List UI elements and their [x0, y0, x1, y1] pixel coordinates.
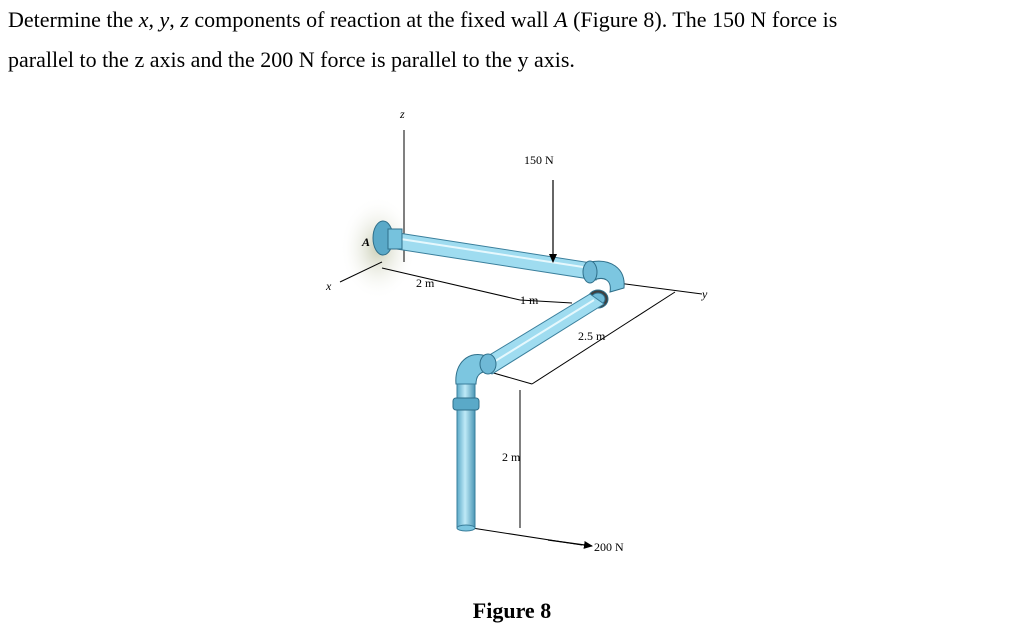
- dim-line-2-5m: [531, 291, 676, 385]
- dim-1m-label: 1 m: [520, 293, 539, 307]
- dim-2m-top-label: 2 m: [416, 276, 435, 290]
- force-200N-label: 200 N: [594, 540, 624, 554]
- text-segment: ,: [169, 7, 181, 32]
- z-axis-label: z: [399, 107, 405, 121]
- x-axis-label: x: [325, 279, 332, 293]
- y-axis-label: y: [701, 287, 708, 301]
- text-segment: (Figure 8). The 150 N force is: [567, 7, 838, 32]
- y-axis-line: [617, 282, 703, 295]
- dim-line-2m-vert-top: [489, 371, 533, 385]
- elbow-fitting-top: [589, 260, 625, 293]
- coupling-ring-5: [452, 397, 480, 411]
- problem-line-2: parallel to the z axis and the 200 N for…: [8, 47, 575, 72]
- force-150N-label: 150 N: [524, 153, 554, 167]
- force-200N-arrow: [547, 539, 593, 549]
- flange-collar: [387, 228, 403, 250]
- dim-line-1m: [519, 299, 573, 304]
- coupling-ring-1: [582, 260, 598, 284]
- pipe-highlight: [483, 299, 595, 369]
- text-segment: Determine the: [8, 7, 139, 32]
- var-x: x: [138, 7, 149, 32]
- x-axis-line: [339, 261, 383, 283]
- var-z: z: [180, 7, 189, 32]
- pipe-bottom-end: [456, 524, 476, 532]
- text-segment: ,: [148, 7, 160, 32]
- dim-2-5m-label: 2.5 m: [578, 329, 606, 343]
- problem-line-1: Determine the x, y, z components of reac…: [8, 0, 1018, 40]
- coupling-ring-4: [479, 353, 497, 375]
- problem-statement: Determine the x, y, z components of reac…: [8, 0, 1018, 80]
- dim-2m-vertical-label: 2 m: [502, 450, 521, 464]
- var-y: y: [159, 7, 170, 32]
- figure-caption: Figure 8: [472, 598, 552, 623]
- var-A: A: [554, 7, 568, 32]
- text-segment: components of reaction at the fixed wall: [188, 7, 555, 32]
- dim-line-2m-top: [381, 267, 521, 301]
- point-A-label: A: [361, 235, 370, 249]
- pipe-segment-horizontal: [389, 231, 599, 281]
- pipe-highlight: [393, 237, 597, 270]
